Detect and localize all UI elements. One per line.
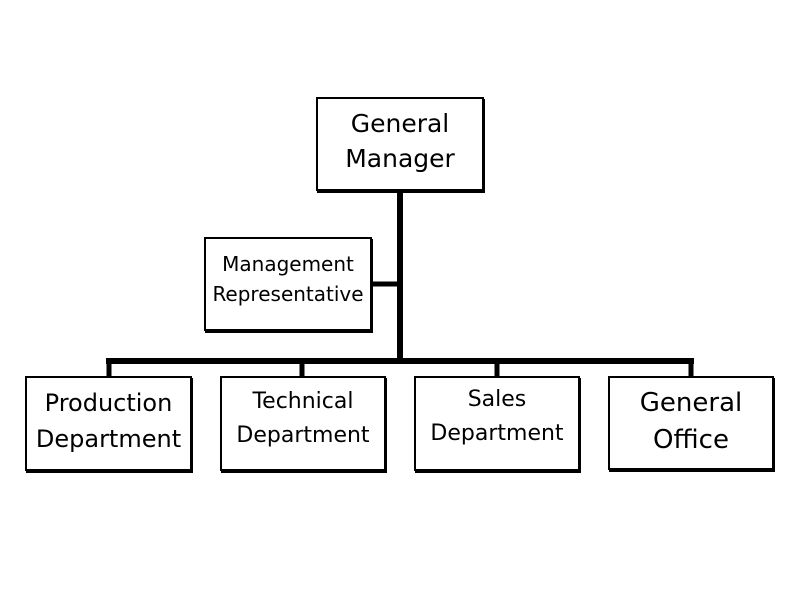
technical-department-box: Technical Department [220,376,386,471]
general-manager-box: General Manager [316,97,484,191]
management-representative-label: Management Representative [212,252,364,306]
production-department-label: Production Department [35,388,182,453]
sales-department-label: Sales Department [430,386,564,446]
general-office-box: General Office [608,376,774,470]
general-office-label: General Office [639,388,743,455]
production-department-box: Production Department [25,376,192,471]
sales-department-box: Sales Department [414,376,580,471]
management-representative-box: Management Representative [204,237,372,331]
general-manager-label: General Manager [345,109,455,173]
technical-department-label: Technical Department [236,388,370,448]
